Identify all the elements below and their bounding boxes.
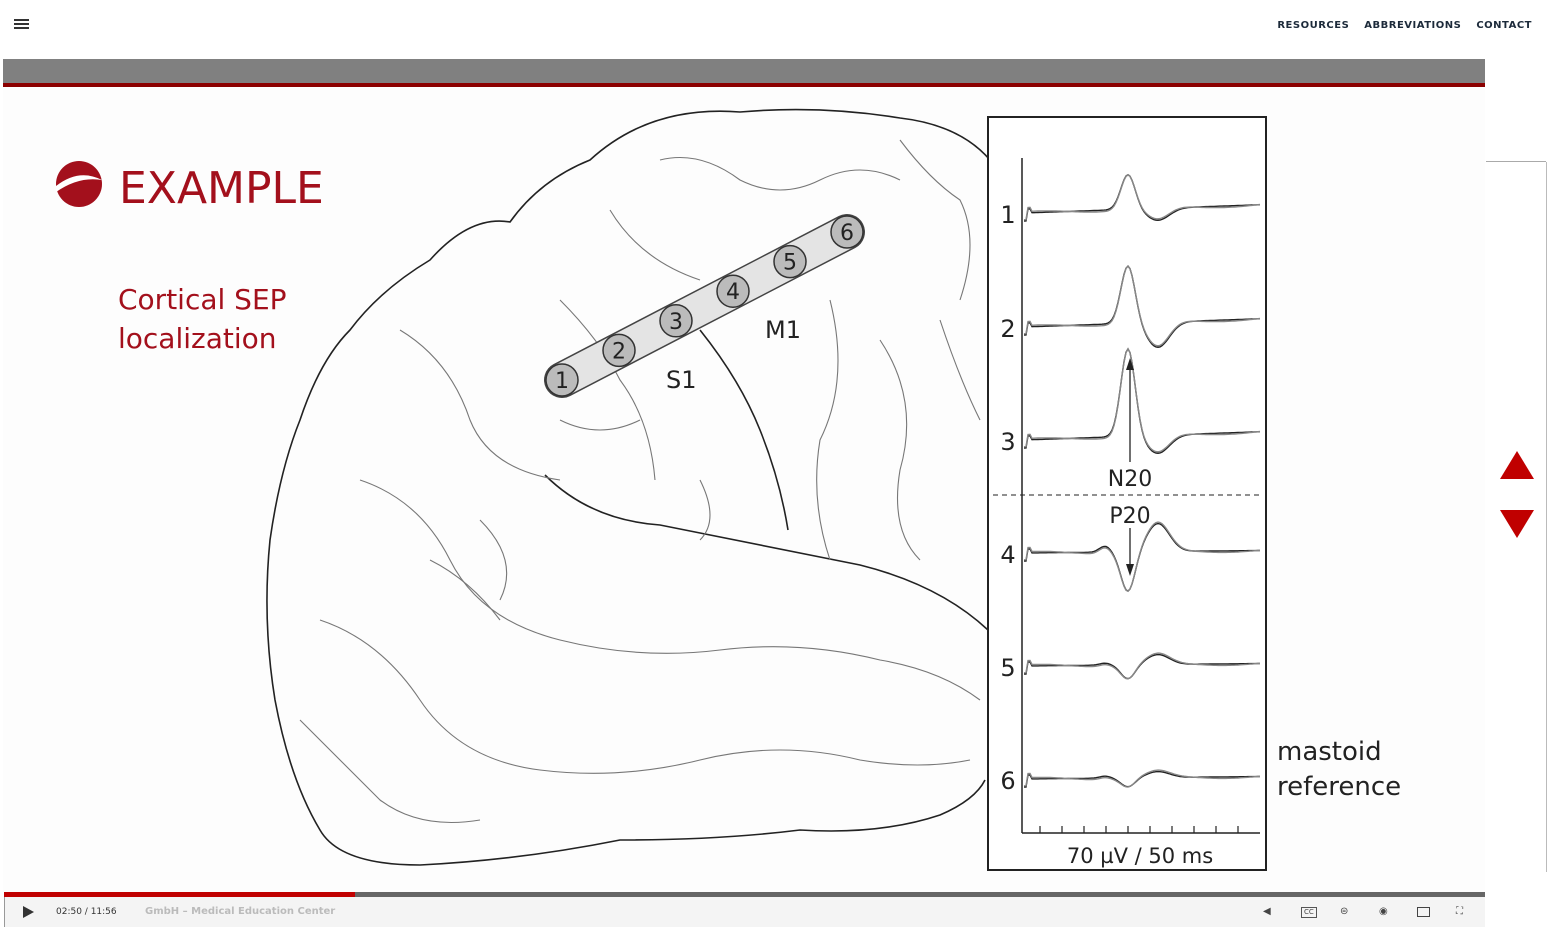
- electrode-label: 5: [783, 251, 797, 276]
- electrode-label: 2: [612, 339, 626, 364]
- video-progress-bar[interactable]: [4, 892, 1485, 897]
- arrow-down-icon: [1126, 564, 1134, 576]
- electrode-3: [659, 304, 693, 338]
- video-slide[interactable]: EXAMPLE Cortical SEP localization 1 2 3 4 5 6…: [3, 88, 1485, 892]
- reference-line1: mastoid: [1277, 737, 1382, 767]
- side-divider-vertical: [1546, 162, 1547, 872]
- transcript-icon[interactable]: ⊜: [1340, 906, 1349, 917]
- playback-speed-icon[interactable]: ◉: [1379, 906, 1388, 917]
- electrode-5: [773, 244, 807, 279]
- title-bar: [3, 59, 1485, 83]
- menu-icon[interactable]: [14, 19, 29, 30]
- sep-trace-6: [1023, 769, 1261, 788]
- top-nav: RESOURCES ABBREVIATIONS CONTACT: [1277, 20, 1532, 31]
- arrow-up-icon: [1126, 358, 1134, 370]
- electrode-label: 4: [726, 280, 740, 305]
- electrode-label: 1: [555, 369, 569, 394]
- label-p20: P20: [1109, 504, 1150, 529]
- picture-in-picture-icon[interactable]: [1417, 907, 1430, 917]
- slide-title-line2: localization: [118, 322, 277, 355]
- progress-fill: [4, 892, 355, 897]
- electrode-1: [545, 363, 579, 397]
- electrode-strip: 1 2 3 4 5 6: [544, 214, 865, 398]
- reference-line2: reference: [1277, 772, 1401, 802]
- electrode-label: 3: [669, 310, 683, 335]
- slide-title-line1: Cortical SEP: [118, 283, 287, 316]
- closed-captions-icon[interactable]: CC: [1301, 907, 1317, 918]
- logo: EXAMPLE: [56, 161, 324, 214]
- previous-slide-arrow-icon[interactable]: [1500, 451, 1534, 479]
- side-divider: [1486, 161, 1546, 162]
- sep-trace-4: [1023, 521, 1261, 593]
- nav-contact[interactable]: CONTACT: [1476, 20, 1532, 31]
- trace-label: 5: [1000, 654, 1015, 682]
- trace-label: 2: [1000, 315, 1015, 343]
- sep-trace-5: [1023, 652, 1261, 680]
- label-s1: S1: [666, 366, 697, 394]
- sep-trace-1: [1023, 174, 1261, 221]
- label-m1: M1: [765, 316, 801, 344]
- nav-resources[interactable]: RESOURCES: [1277, 20, 1350, 31]
- next-slide-arrow-icon[interactable]: [1500, 510, 1534, 538]
- trace-label: 1: [1000, 201, 1015, 229]
- accent-line: [3, 83, 1485, 87]
- scale-label: 70 µV / 50 ms: [1067, 844, 1213, 868]
- trace-label: 4: [1000, 541, 1015, 569]
- sep-trace-2: [1023, 265, 1261, 347]
- video-caption: GmbH – Medical Education Center: [145, 906, 336, 917]
- brain-drawing: [266, 108, 991, 866]
- label-n20: N20: [1108, 467, 1152, 492]
- fullscreen-icon[interactable]: ⛶: [1456, 906, 1463, 917]
- player-controls: 02:50 / 11:56 GmbH – Medical Education C…: [4, 897, 1485, 927]
- logo-text: EXAMPLE: [119, 163, 324, 214]
- volume-icon[interactable]: ◀: [1263, 906, 1271, 917]
- sep-traces-panel: 1 2 3 4 5 6 N20 P20 70 µV / 50 ms: [987, 116, 1267, 871]
- play-icon[interactable]: [23, 906, 34, 918]
- trace-label: 3: [1000, 428, 1015, 456]
- trace-label: 6: [1000, 767, 1015, 795]
- electrode-2: [602, 333, 636, 368]
- electrode-4: [716, 274, 750, 308]
- sep-trace-3: [1023, 347, 1261, 453]
- time-display: 02:50 / 11:56: [56, 907, 117, 917]
- nav-abbreviations[interactable]: ABBREVIATIONS: [1364, 20, 1462, 31]
- electrode-6: [830, 215, 864, 249]
- logo-mark-icon: [56, 161, 102, 207]
- electrode-label: 6: [840, 221, 854, 246]
